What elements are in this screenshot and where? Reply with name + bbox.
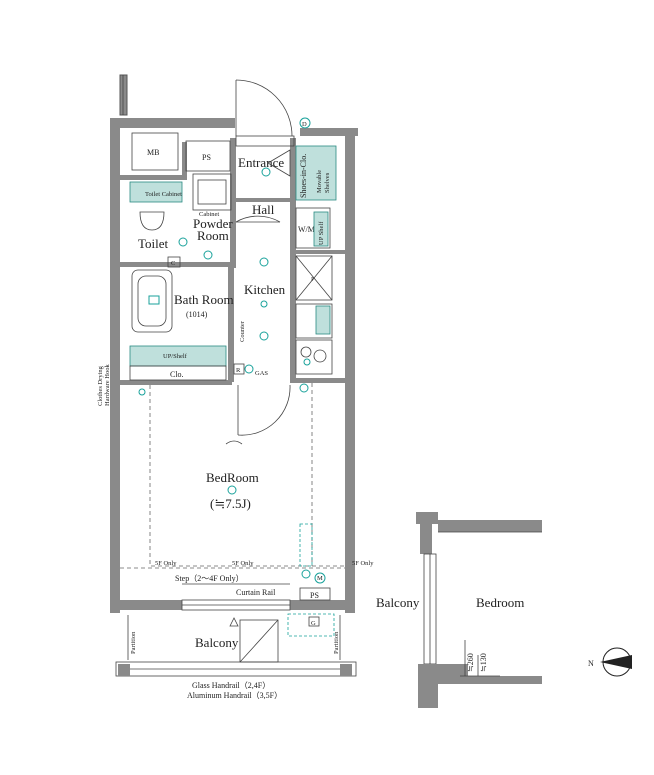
sym-r-box [233, 363, 245, 375]
ps-top-label: PS [202, 153, 211, 162]
toilet-cabinet [129, 181, 183, 203]
room-bedroom: BedRoom [206, 470, 259, 485]
sym-g: G [311, 620, 316, 627]
dim-130: ≒130 [479, 653, 488, 672]
wall-bottom-left [110, 600, 182, 610]
wall-top-right [300, 128, 358, 136]
gas-icon [244, 364, 254, 374]
room-hall: Hall [252, 202, 275, 217]
light-icon [178, 237, 188, 247]
closet [129, 365, 227, 381]
up-shelf-label: UP/Shelf [163, 353, 188, 360]
handrail [115, 661, 357, 677]
stove [295, 339, 333, 375]
movable-label-2: Shelves [324, 172, 331, 193]
room-powder-2: Room [197, 228, 229, 243]
ps-top-box [185, 140, 231, 172]
light-icon [260, 300, 268, 308]
bath-size: (1014) [186, 310, 208, 319]
ps-bottom-box [299, 587, 331, 601]
up-shelf-kitchen [315, 305, 331, 335]
partition-right: Partition [333, 631, 340, 654]
sink [295, 303, 333, 339]
light-icon [203, 250, 213, 260]
room-kitchen: Kitchen [244, 282, 286, 297]
shoes-closet [295, 145, 337, 201]
section-detail [416, 512, 542, 708]
step-label: Step（2～4F Only） [175, 574, 244, 583]
clothes-drying-2: Hardware Hook [104, 364, 111, 406]
aluminum-handrail-label: Aluminum Handrail（3,5F） [187, 691, 282, 700]
section-balcony: Balcony [376, 595, 420, 610]
outlet-icon [138, 388, 146, 396]
light-icon [259, 331, 269, 341]
wall-right [345, 128, 355, 613]
section-bedroom: Bedroom [476, 595, 524, 610]
wall-left [110, 118, 120, 613]
room-powder-1: Powder [193, 216, 233, 231]
outlet-icon [301, 569, 311, 579]
sym-r: R [236, 367, 241, 374]
sym-m: M [317, 575, 323, 582]
shoes-in-clo-label: Shoes-in-Clo. [299, 154, 308, 198]
dim-260: ≒260 [466, 653, 475, 672]
room-balcony: Balcony [195, 635, 239, 650]
fridge-space [295, 255, 333, 301]
ps-bottom-label: PS [310, 591, 319, 600]
ac-icon [225, 440, 243, 445]
wall-bottom-right [290, 600, 355, 610]
sym-m-icon [314, 572, 326, 584]
sym-c: C [171, 260, 175, 267]
toilet-cabinet-label: Toilet Cabinet [145, 191, 182, 198]
five-f-only-3: 5F Only [352, 560, 374, 567]
gas-label: GAS [255, 370, 268, 377]
clo-label: Clo. [170, 370, 184, 379]
sym-c-box [167, 256, 181, 268]
interior-walls [120, 138, 345, 385]
wall-top-left [110, 118, 235, 128]
light-icon [261, 167, 271, 177]
outer-walls [110, 74, 358, 613]
room-bath: Bath Room [174, 292, 234, 307]
bedroom-size: (≒7.5J) [210, 496, 251, 511]
curtain-rail-label: Curtain Rail [236, 588, 276, 597]
mb-label: MB [147, 148, 159, 157]
light-icon [259, 257, 269, 267]
glass-handrail-label: Glass Handrail（2,4F） [192, 681, 270, 690]
five-f-only-2: 5F Only [232, 560, 254, 567]
counter-label: Counter [239, 320, 246, 342]
light-icon [227, 485, 237, 495]
sym-d: D [302, 121, 307, 128]
movable-label-1: Movable [316, 170, 323, 193]
clothes-drying-1: Clothes Drying [97, 365, 104, 406]
wall-stub [119, 74, 128, 116]
washbasin [192, 173, 232, 211]
mb-box [131, 132, 179, 171]
bathtub [131, 269, 173, 333]
doorbell-icon [299, 117, 311, 129]
outlet-icon [299, 383, 309, 393]
outdoor-unit [287, 613, 335, 637]
north-arrow-icon [600, 647, 632, 677]
cabinet-label: Cabinet [199, 211, 219, 218]
washing-machine-area [295, 207, 331, 249]
entrance-door[interactable] [235, 79, 295, 147]
up-shelf-right-label: UP Shelf [318, 221, 325, 245]
room-toilet: Toilet [138, 236, 169, 251]
up-shelf-wm [313, 211, 329, 247]
bedroom-door[interactable] [237, 384, 291, 436]
five-f-only-1: 5F Only [155, 560, 177, 567]
partition-left: Partition [130, 631, 137, 654]
sym-p: P [311, 276, 315, 283]
north-label: N [588, 659, 594, 668]
toilet-bowl [139, 211, 165, 231]
wm-label: W/M [298, 225, 315, 234]
